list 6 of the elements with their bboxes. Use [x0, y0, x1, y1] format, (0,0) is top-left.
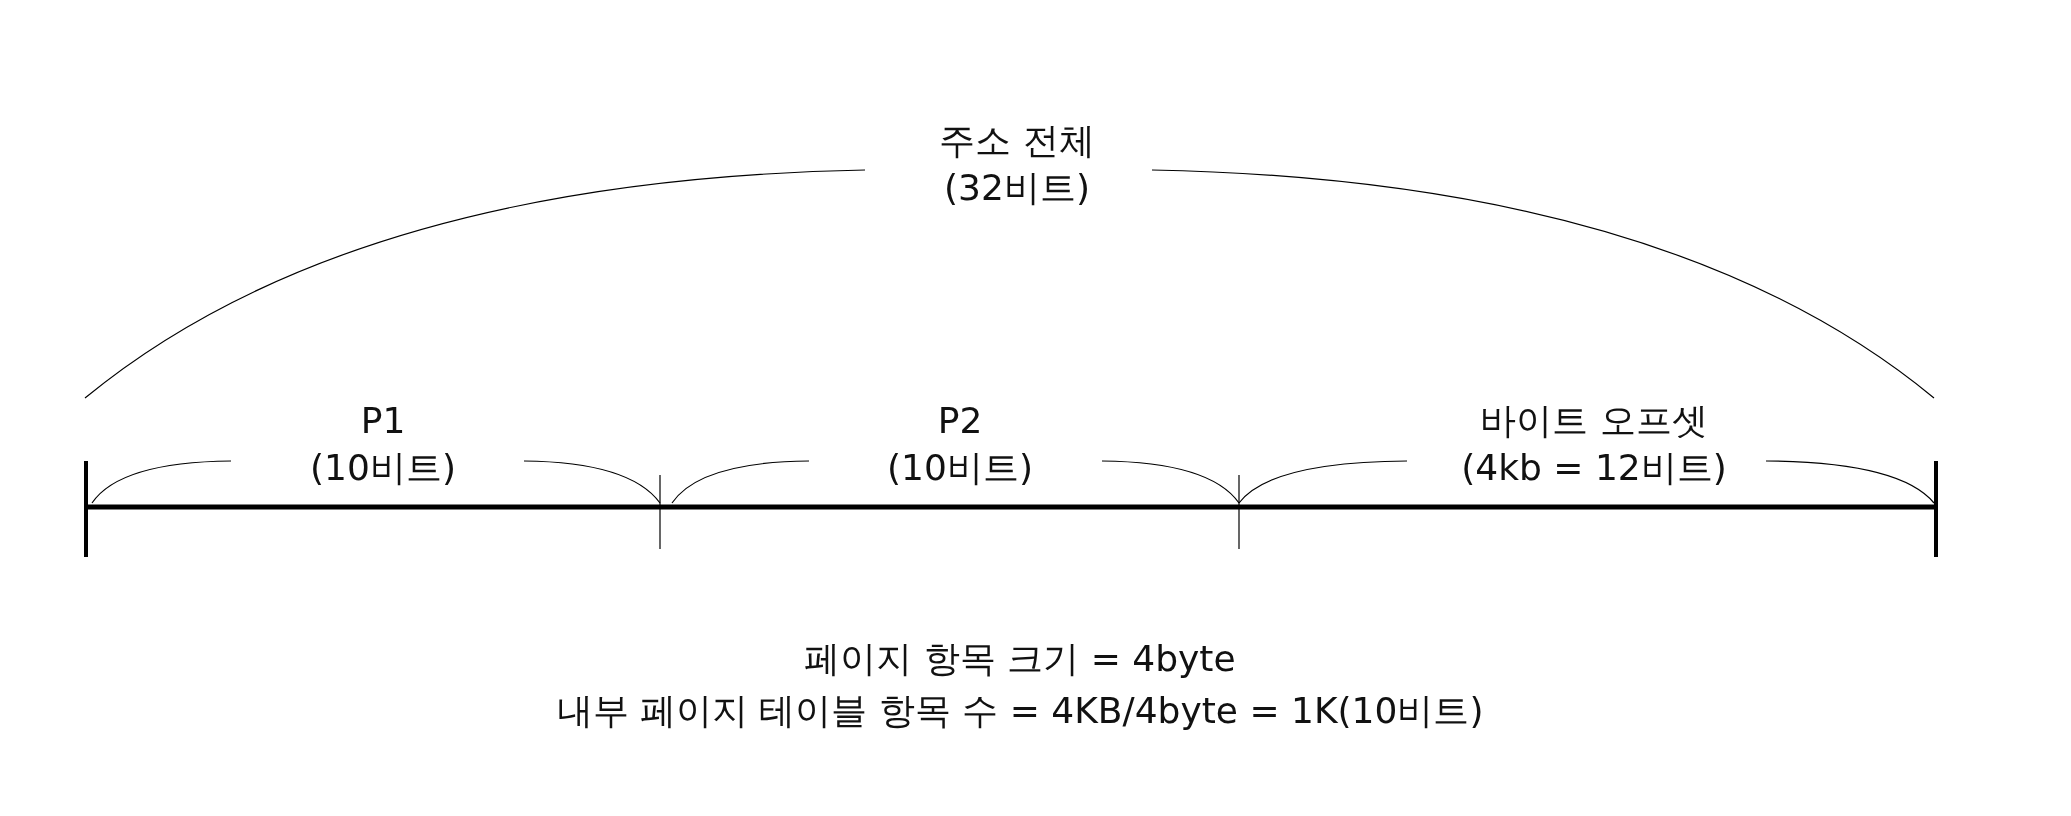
dimension-label: 바이트 오프셋 (4kb = 12비트)	[1460, 399, 1728, 490]
note-text: 내부 페이지 테이블 항목 수 = 4KB/4byte = 1K(10비트)	[556, 689, 1484, 733]
dimension-label: 주소 전체 (32비트)	[938, 119, 1096, 210]
note-text: 페이지 항목 크기 = 4byte	[804, 637, 1236, 681]
dimension-label: P1 (10비트)	[309, 399, 457, 490]
dimension-label: P2 (10비트)	[886, 399, 1034, 490]
